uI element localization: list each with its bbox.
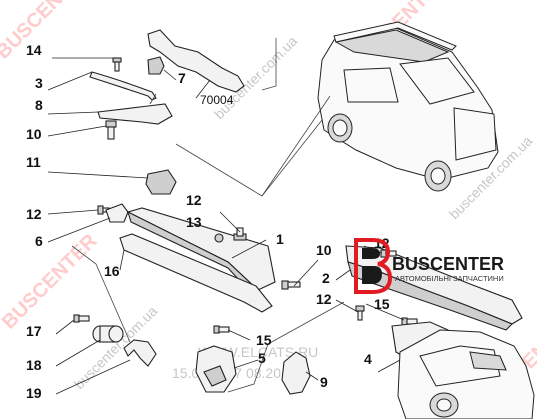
- part-sleeve-18: [92, 325, 124, 343]
- part-screw-10: [105, 120, 117, 140]
- part-clip-6: [105, 203, 129, 223]
- part-screw-12-right-lower: [355, 305, 365, 321]
- logo-mark-inner: [362, 248, 382, 284]
- logo-subtitle: АВТОМОБІЛЬНІ ЗАПЧАСТИНИ: [395, 274, 504, 283]
- part-screw-12-mid: [233, 227, 247, 241]
- callout-labels: 14 3 7 8 70004 10 11 12 12 13 6 1 10 12 …: [26, 42, 390, 401]
- callout-17: 17: [26, 323, 42, 339]
- callout-15b: 15: [256, 332, 272, 348]
- leader-lines: [47, 57, 405, 395]
- callout-2: 2: [322, 270, 330, 286]
- callout-12b: 12: [26, 206, 42, 222]
- callout-15a: 15: [374, 296, 390, 312]
- callout-16: 16: [104, 263, 120, 279]
- callout-4: 4: [364, 351, 372, 367]
- part-washer-13: [214, 233, 224, 243]
- callout-7: 7: [178, 70, 186, 86]
- callout-12a: 12: [186, 192, 202, 208]
- part-clip-7: [147, 56, 165, 75]
- callout-19: 19: [26, 385, 42, 401]
- callout-12d: 12: [316, 291, 332, 307]
- callout-18: 18: [26, 357, 42, 373]
- callout-3: 3: [35, 75, 43, 91]
- part-bracket-5-detail: [203, 365, 227, 387]
- callout-14: 14: [26, 42, 42, 58]
- callout-1: 1: [276, 231, 284, 247]
- callout-8: 8: [35, 97, 43, 113]
- part-cable-3: [89, 71, 157, 101]
- callout-5: 5: [258, 350, 266, 366]
- part-screw-14: [112, 57, 122, 72]
- watermark-brand: BUSCENTER: [0, 0, 96, 64]
- part-clip-11: [145, 169, 177, 195]
- vehicle-illustration-top: [317, 21, 499, 192]
- part-screw-10-right: [281, 280, 301, 290]
- logo-mark-b: [354, 238, 393, 294]
- part-screw-17: [73, 314, 90, 323]
- callout-9: 9: [320, 374, 328, 390]
- callout-13: 13: [186, 214, 202, 230]
- callout-10a: 10: [26, 126, 42, 142]
- brand-logo: BUSCENTER АВТОМОБІЛЬНІ ЗАПЧАСТИНИ: [354, 238, 504, 294]
- part-guide-8: [97, 103, 173, 125]
- part-bracket-70004: [147, 29, 245, 93]
- callout-10b: 10: [316, 242, 332, 258]
- part-clamp-19: [123, 339, 157, 367]
- guide-lines: [71, 38, 345, 393]
- part-screw-15-bottom: [213, 325, 230, 334]
- part-bracket-9: [281, 351, 311, 395]
- ref-70004: 70004: [200, 93, 234, 107]
- vehicle-illustration-bottom: [397, 329, 535, 419]
- callout-11: 11: [26, 154, 41, 170]
- callout-6: 6: [35, 233, 43, 249]
- part-rail-16: [119, 233, 273, 313]
- logo-name: BUSCENTER: [392, 254, 504, 274]
